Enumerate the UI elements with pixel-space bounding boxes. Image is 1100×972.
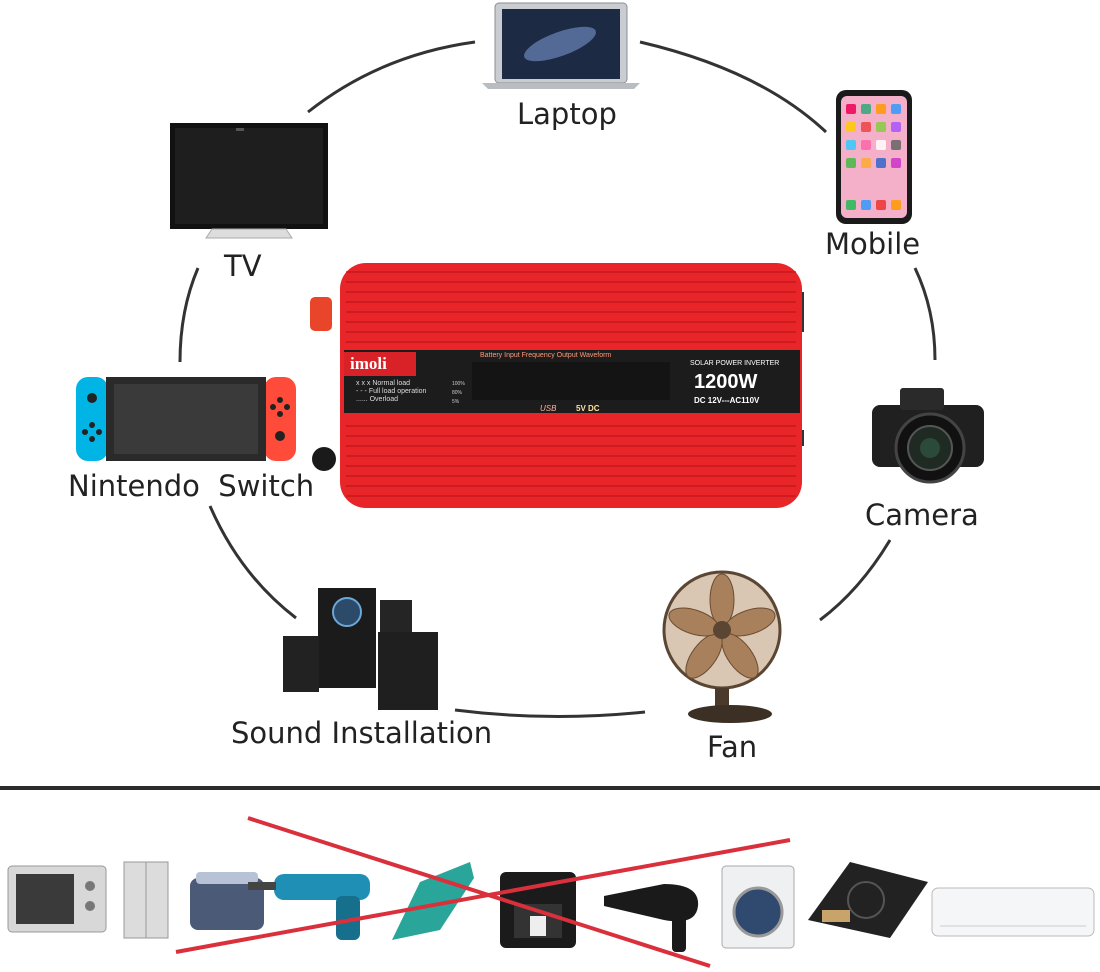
speaker-icon <box>283 588 438 710</box>
inverter-percents: 100% 80% 5% <box>452 380 465 407</box>
inverter-legend: x x x Normal load - - - Full load operat… <box>356 380 426 404</box>
legend-normal: x x x Normal load <box>356 380 411 387</box>
iron-icon <box>392 862 474 940</box>
inverter-header-text: Battery Input Frequency Output Waveform <box>480 352 612 359</box>
ring-arc <box>819 539 892 622</box>
ring-arc <box>208 505 297 620</box>
washing-machine-icon <box>721 865 795 949</box>
cooler-box-icon <box>190 872 264 930</box>
fan-icon <box>662 570 782 723</box>
label-fan: Fan <box>707 730 758 764</box>
ring-arc <box>639 40 828 134</box>
switch-icon <box>76 377 296 461</box>
prohibited-cross-line <box>247 816 711 968</box>
ring-arc <box>454 708 646 719</box>
induction-cooker-icon <box>808 862 928 938</box>
ring-arc <box>307 40 476 114</box>
ring-arc <box>913 267 937 361</box>
inverter-model-line: SOLAR POWER INVERTER <box>690 360 780 367</box>
microwave-icon <box>7 865 107 933</box>
refrigerator-icon <box>123 861 169 939</box>
hair-dryer-icon <box>604 884 699 952</box>
inverter-image <box>310 263 804 508</box>
camera-icon <box>872 388 984 484</box>
label-laptop: Laptop <box>517 97 617 131</box>
label-sound: Sound Installation <box>231 716 493 750</box>
percent-5: 5% <box>452 399 460 405</box>
percent-100: 100% <box>452 381 465 387</box>
legend-full: - - - Full load operation <box>356 388 427 395</box>
inverter-power: 1200W <box>694 371 758 393</box>
legend-overload: ...... Overload <box>356 396 399 403</box>
drill-icon <box>248 874 370 940</box>
label-camera: Camera <box>865 498 979 532</box>
label-mobile: Mobile <box>825 227 921 261</box>
tv-icon <box>170 123 328 239</box>
prohibited-cross-line <box>175 838 791 954</box>
ring-arc <box>178 267 200 363</box>
laptop-icon <box>482 2 640 89</box>
inverter-usb-label: USB <box>540 404 557 413</box>
mobile-icon <box>836 90 912 224</box>
inverter-usb-spec: 5V DC <box>576 404 600 413</box>
label-tv: TV <box>224 249 262 283</box>
air-conditioner-icon <box>931 887 1095 937</box>
inverter-spec: DC 12V---AC110V <box>694 396 760 405</box>
inverter-brand: imoli <box>350 354 387 373</box>
label-switch: Nintendo Switch <box>68 469 315 503</box>
percent-80: 80% <box>452 390 463 396</box>
section-divider <box>0 786 1100 790</box>
